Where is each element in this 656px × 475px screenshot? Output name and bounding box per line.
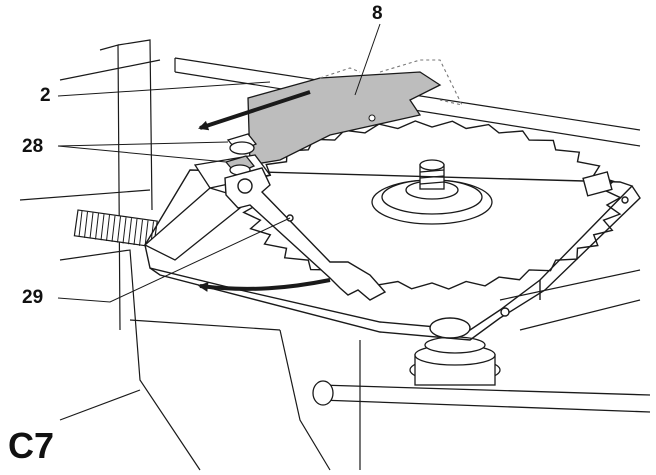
rod-thread [133,218,138,246]
table-frame [144,169,641,341]
spanner-wrench [224,167,387,301]
rod-thread [122,217,127,244]
callout-2: 2 [40,85,51,106]
rod-thread [95,213,99,240]
leader-lines [57,23,381,303]
lower-rail [312,380,651,413]
rod-thread [100,214,105,241]
rod-thread [78,210,83,238]
blade-flange [371,159,493,225]
figure-label: C7 [8,425,55,466]
motion-arrows [198,90,331,292]
motor-flange [409,336,501,386]
callout-8: 8 [372,3,383,24]
callout-28: 28 [22,136,44,157]
rod-thread [117,216,121,243]
callout-29: 29 [22,287,44,308]
rod-thread [89,212,94,239]
rod-thread [144,220,149,247]
rod-thread [111,215,116,242]
threaded-rod [73,209,158,248]
rod-thread [128,218,132,245]
rod-thread [106,214,110,242]
rod-thread [84,211,88,238]
clamp-bolts [224,133,258,176]
rod-thread [139,219,143,246]
